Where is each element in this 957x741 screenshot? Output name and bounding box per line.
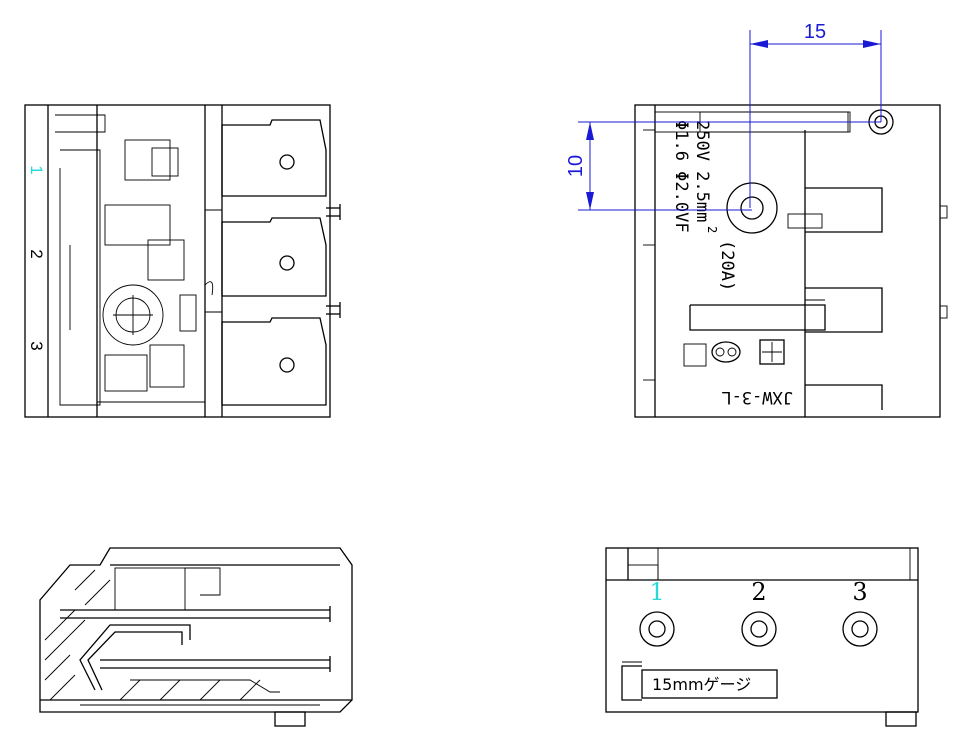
terminal-label-2: 2 bbox=[751, 578, 766, 606]
dimension-15: 15 bbox=[804, 21, 826, 43]
top-left-view bbox=[24, 104, 341, 418]
rating-line-1: 250V 2.5mm bbox=[692, 120, 712, 222]
rating-current: (20A) bbox=[717, 240, 737, 291]
bottom-left-view bbox=[39, 547, 353, 727]
rating-superscript: 2 bbox=[705, 226, 719, 233]
bottom-right-view bbox=[605, 547, 919, 727]
terminal-label-3: 3 bbox=[852, 578, 867, 606]
dimension-10: 10 bbox=[565, 155, 587, 177]
side-label-3: 3 bbox=[27, 341, 46, 350]
dimension-vertical: 10 bbox=[565, 121, 881, 211]
dimension-horizontal: 15 bbox=[749, 21, 882, 208]
rating-line-2: Φ1.6 Φ2.0VF bbox=[671, 120, 691, 233]
model-number: JXW-3-L bbox=[721, 387, 793, 407]
rating-text-2: Φ1.6 Φ2.0VF bbox=[671, 120, 691, 233]
terminal-label-1: 1 bbox=[649, 578, 664, 606]
gauge-label: 15mmゲージ bbox=[652, 675, 751, 694]
rating-text-1: 250V 2.5mm bbox=[692, 120, 712, 222]
side-label-2: 2 bbox=[27, 249, 46, 258]
side-label-1: 1 bbox=[27, 165, 46, 174]
